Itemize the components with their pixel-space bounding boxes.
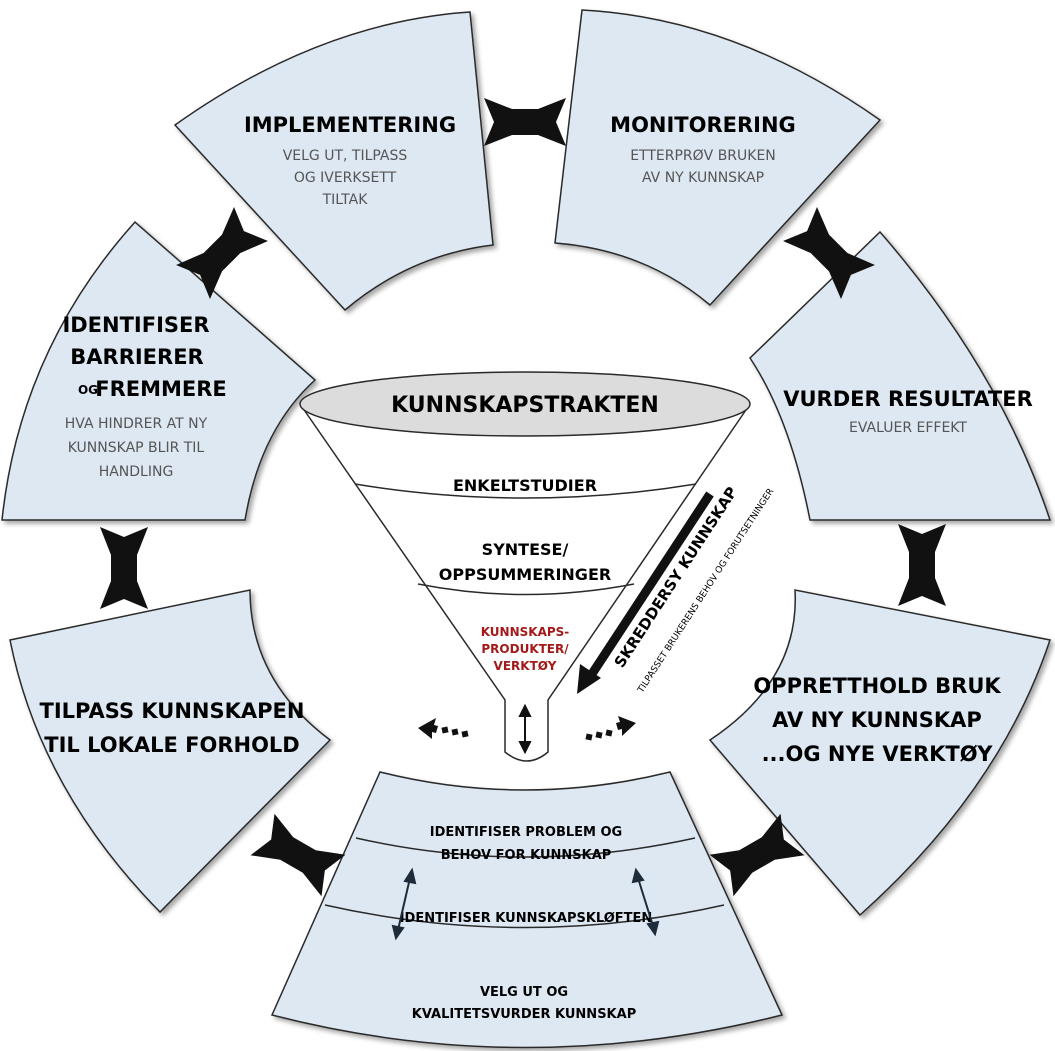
segment-identifiser-barrierer (1, 220, 317, 521)
segment-kunnskapsbase (270, 771, 784, 1049)
segment-implementering (173, 11, 494, 312)
segment-vurder-resultater (749, 230, 1052, 521)
funnel-divider-2 (417, 583, 635, 596)
identifiser-line-3: HANDLING (99, 464, 174, 480)
funnel-top (299, 371, 751, 437)
base-band-3-line-2: KVALITETSVURDER KUNNSKAP (412, 1007, 636, 1022)
monitorering-title: MONITORERING (610, 113, 796, 137)
double-arrow-icon-lower-right (709, 813, 805, 897)
segment-tilpass-kunnskapen (9, 589, 332, 914)
segment-opprettholde-bruk (708, 589, 1051, 917)
funnel-level-3-line-2: PRODUKTER/ (481, 642, 569, 656)
double-arrow-icon-top (484, 98, 566, 146)
tilpass-line-1: TILPASS KUNNSKAPEN (40, 699, 305, 723)
double-arrow-icon-left (100, 527, 148, 609)
identifiser-title-line-3: FREMMERE (95, 377, 227, 401)
funnel-level-1: ENKELTSTUDIER (453, 476, 597, 495)
base-divider-2 (324, 904, 725, 929)
identifiser-line-2: KUNNSKAP BLIR TIL (68, 440, 205, 456)
implementering-line-1: VELG UT, TILPASS (283, 148, 408, 164)
funnel-level-3-line-1: KUNNSKAPS- (481, 625, 570, 639)
funnel-level-3-line-3: VERKTØY (494, 659, 557, 673)
vurder-title: VURDER RESULTATER (783, 387, 1033, 411)
base-divider-1 (355, 837, 696, 858)
implementering-line-3: TILTAK (322, 192, 369, 208)
double-arrow-icon-upper-left (176, 207, 268, 299)
funnel (299, 371, 751, 762)
identifiser-title-line-1: IDENTIFISER (62, 313, 209, 337)
opprettholde-line-2: AV NY KUNNSKAP (772, 708, 982, 732)
identifiser-og: OG (78, 383, 98, 397)
double-arrow-icon-lower-left (250, 813, 346, 897)
funnel-level-2-line-2: OPPSUMMERINGER (439, 565, 611, 584)
monitorering-line-2: AV NY KUNNSKAP (642, 170, 764, 186)
base-double-arrow-left-icon (391, 867, 417, 941)
funnel-level-2-line-1: SYNTESE/ (482, 540, 569, 559)
tilpass-line-2: TIL LOKALE FORHOLD (44, 733, 300, 757)
base-band-1-line-1: IDENTIFISER PROBLEM OG (430, 825, 622, 840)
opprettholde-line-1: OPPRETTHOLD BRUK (753, 674, 1001, 698)
dashed-arrow-left-icon (418, 718, 469, 739)
vurder-line-1: EVALUER EFFEKT (849, 420, 967, 436)
funnel-body (299, 403, 751, 762)
identifiser-title-line-2: BARRIERER (70, 345, 203, 369)
monitorering-line-1: ETTERPRØV BRUKEN (630, 148, 776, 164)
double-arrow-icon-right (898, 524, 946, 606)
tailor-arrow (577, 491, 714, 694)
base-band-3-line-1: VELG UT OG (480, 985, 568, 1000)
opprettholde-line-3: ...OG NYE VERKTØY (762, 742, 994, 766)
spout-double-arrow-icon (518, 703, 532, 755)
dashed-arrow-right-icon (585, 716, 636, 741)
implementering-line-2: OG IVERKSETT (294, 170, 397, 186)
tailor-arrow-head-icon (577, 664, 601, 694)
base-band-1-line-2: BEHOV FOR KUNNSKAP (441, 848, 612, 863)
base-double-arrow-right-icon (631, 867, 660, 937)
base-band-2: IDENTIFISER KUNNSKAPSKLØFTEN (400, 911, 653, 926)
implementering-title: IMPLEMENTERING (244, 113, 456, 137)
funnel-title: KUNNSKAPSTRAKTEN (391, 393, 659, 418)
identifiser-line-1: HVA HINDRER AT NY (65, 416, 208, 432)
funnel-divider-1 (354, 483, 697, 499)
double-arrow-icon-upper-right (783, 207, 875, 299)
segment-monitorering (554, 9, 882, 307)
